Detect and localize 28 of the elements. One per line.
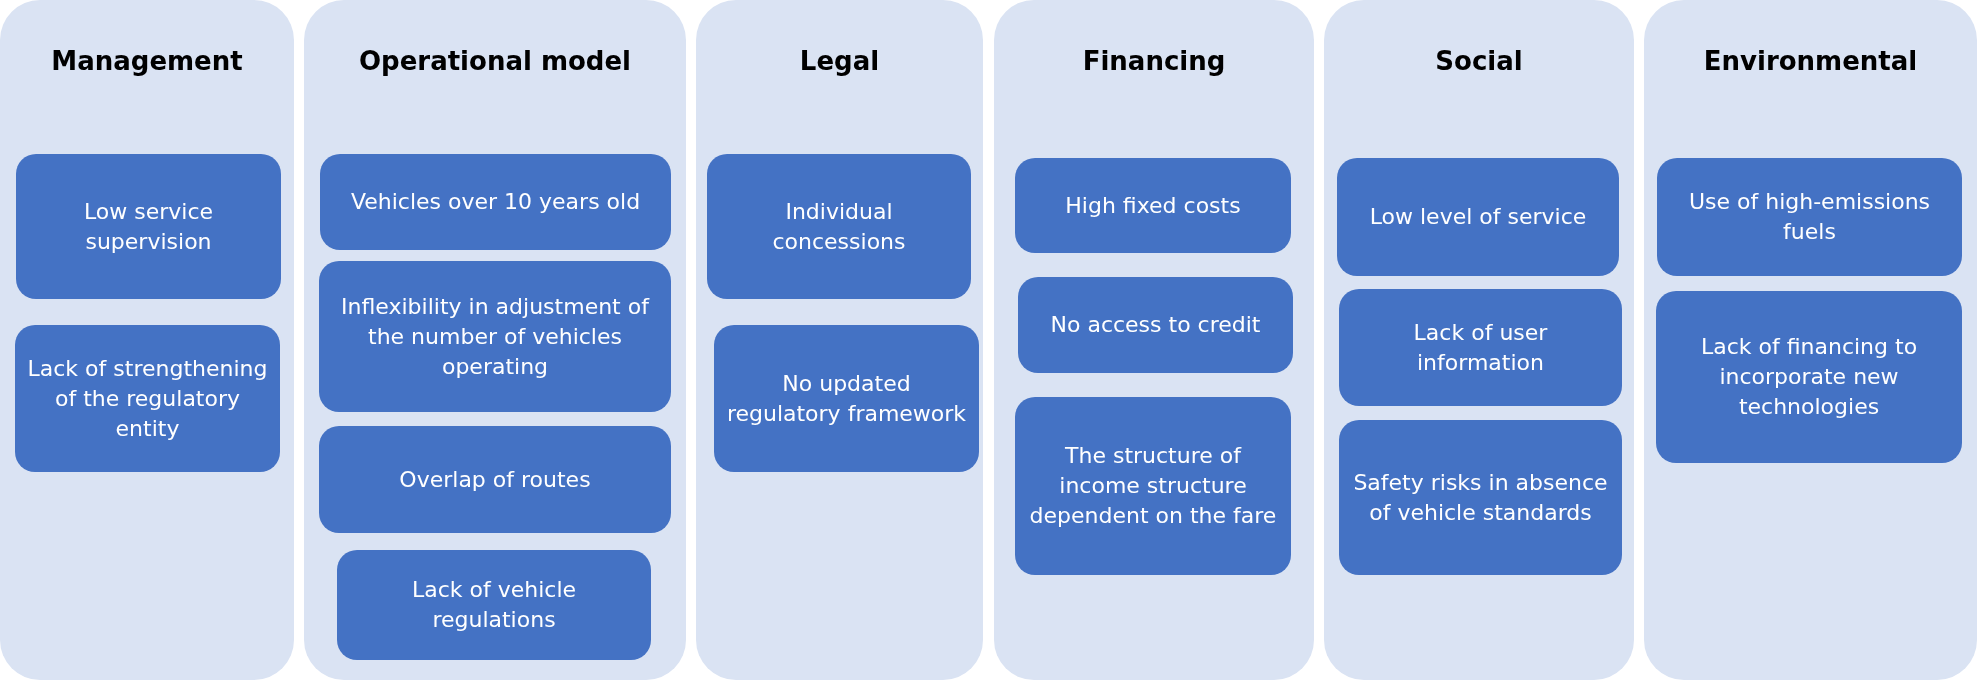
column-heading: Management	[50, 45, 244, 78]
issue-box: Inflexibility in adjustment of the number of vehicles operating	[319, 261, 671, 412]
category-column	[696, 0, 983, 680]
column-heading: Environmental	[1702, 45, 1919, 78]
category-column	[1644, 0, 1977, 680]
issue-box: Low service supervision	[16, 154, 281, 299]
issue-box: Lack of user information	[1339, 289, 1622, 406]
issue-box: High fixed costs	[1015, 158, 1291, 253]
issue-box: Lack of strengthening of the regulatory entity	[15, 325, 280, 472]
issue-box: Lack of vehicle regulations	[337, 550, 651, 660]
column-heading: Financing	[1081, 45, 1227, 78]
issue-box: No updated regulatory framework	[714, 325, 979, 472]
category-column	[0, 0, 294, 680]
column-heading: Operational model	[357, 45, 633, 78]
category-column	[304, 0, 686, 680]
column-heading: Legal	[798, 45, 881, 78]
issue-box: Vehicles over 10 years old	[320, 154, 671, 250]
issue-box: The structure of income structure dependent on the fare	[1015, 397, 1291, 575]
issue-box: Low level of service	[1337, 158, 1619, 276]
issue-box: Overlap of routes	[319, 426, 671, 533]
issue-box: Use of high-emissions fuels	[1657, 158, 1962, 276]
column-heading: Social	[1434, 45, 1524, 78]
category-column	[1324, 0, 1634, 680]
category-column	[994, 0, 1314, 680]
issue-box: No access to credit	[1018, 277, 1293, 373]
issue-box: Individual concessions	[707, 154, 971, 299]
issue-box: Safety risks in absence of vehicle standards	[1339, 420, 1622, 575]
issue-box: Lack of financing to incorporate new technologies	[1656, 291, 1962, 463]
